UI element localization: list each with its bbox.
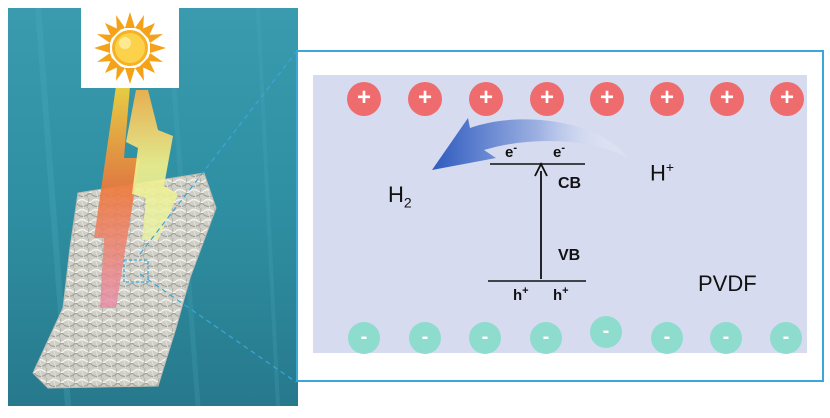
zoom-region-marker [123, 259, 149, 283]
positive-charge: + [710, 82, 744, 116]
positive-charge: + [770, 82, 804, 116]
hole-label-1: h+ [513, 285, 529, 304]
cb-label: CB [558, 175, 582, 192]
positive-charge: + [590, 82, 624, 116]
negative-charge: - [530, 322, 562, 354]
h-plus-label: H+ [650, 159, 675, 186]
negative-charge: - [590, 316, 622, 348]
electron-label-2: e- [553, 142, 566, 161]
pvdf-panel [313, 75, 807, 353]
positive-charge: + [469, 82, 503, 116]
negative-charge: - [469, 322, 501, 354]
negative-charge: - [651, 322, 683, 354]
negative-charge: - [409, 322, 441, 354]
negative-charge: - [770, 322, 802, 354]
vb-label: VB [558, 247, 581, 264]
sun-icon [94, 12, 166, 84]
negative-charge: - [348, 322, 380, 354]
positive-charge: + [408, 82, 442, 116]
membrane-photo-panel [8, 8, 298, 406]
positive-charge: + [530, 82, 564, 116]
negative-charge: - [710, 322, 742, 354]
hole-label-2: h+ [553, 285, 569, 304]
light-beam-right [126, 90, 178, 240]
h2-label: H2 [388, 182, 412, 211]
positive-charge: + [650, 82, 684, 116]
pvdf-label: PVDF [698, 271, 757, 296]
positive-charge: + [347, 82, 381, 116]
light-beam-left [94, 86, 140, 308]
electron-label-1: e- [505, 142, 518, 161]
electron-transfer-arrow [432, 118, 628, 170]
excitation-arrowhead [534, 161, 548, 177]
